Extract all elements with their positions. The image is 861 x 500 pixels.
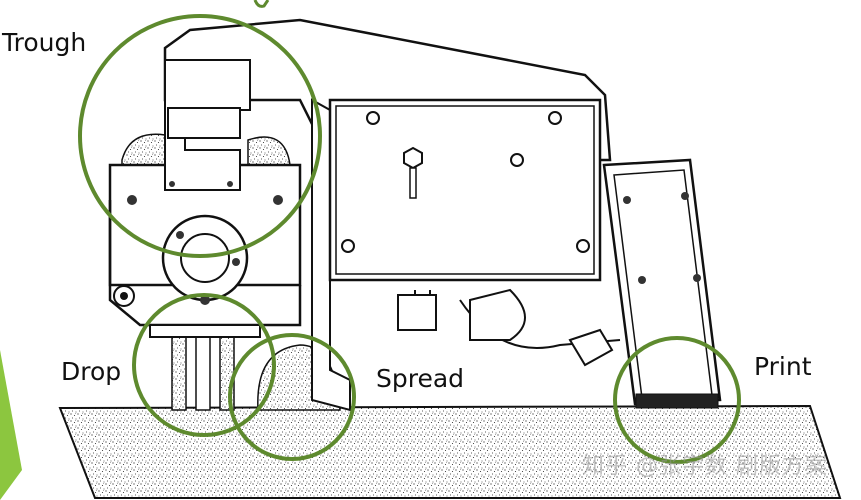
trough-bracket	[164, 59, 251, 191]
screw	[510, 153, 524, 167]
bolt	[232, 258, 240, 266]
bolt	[693, 274, 701, 282]
drop-label: Drop	[61, 357, 122, 386]
print-connector	[568, 328, 614, 367]
left-column	[108, 200, 302, 327]
roller-core	[180, 233, 230, 283]
central-box	[328, 98, 602, 282]
ground-substrate	[58, 404, 842, 499]
hex-nut	[403, 146, 423, 170]
drop-highlight-circle	[132, 293, 276, 437]
bolt	[273, 195, 283, 205]
trough-highlight-circle	[78, 14, 322, 258]
trough-material-right	[247, 136, 291, 166]
central-box-inner	[335, 105, 595, 275]
watermark: 知乎 @张宇数 剧版方案	[582, 454, 828, 479]
bolt	[227, 181, 233, 187]
trough-label: Trough	[2, 28, 87, 57]
print-highlight-circle	[613, 336, 741, 464]
print-label: Print	[754, 352, 812, 381]
bolt	[200, 295, 210, 305]
spread-label: Spread	[376, 364, 465, 393]
hose-fitting	[397, 294, 437, 331]
bolt	[623, 196, 631, 204]
drop-bar	[149, 324, 261, 338]
title-fragment	[253, 0, 270, 8]
drop-nozzle	[195, 329, 211, 411]
nut-inner	[120, 292, 128, 300]
spread-highlight-circle	[228, 333, 356, 461]
bolt	[548, 111, 562, 125]
print-head	[602, 158, 722, 406]
bolt	[681, 192, 689, 200]
hose-body	[469, 288, 526, 341]
bolt	[576, 239, 590, 253]
bolt	[341, 239, 355, 253]
trough-clip	[167, 107, 241, 139]
nut-stem	[409, 167, 417, 199]
bolt	[366, 111, 380, 125]
bolt	[176, 231, 184, 239]
print-pad	[635, 393, 719, 409]
accent-bar	[0, 350, 22, 500]
bolt	[169, 181, 175, 187]
bolt	[127, 195, 137, 205]
bolt	[638, 276, 646, 284]
drop-nozzle	[171, 329, 187, 411]
